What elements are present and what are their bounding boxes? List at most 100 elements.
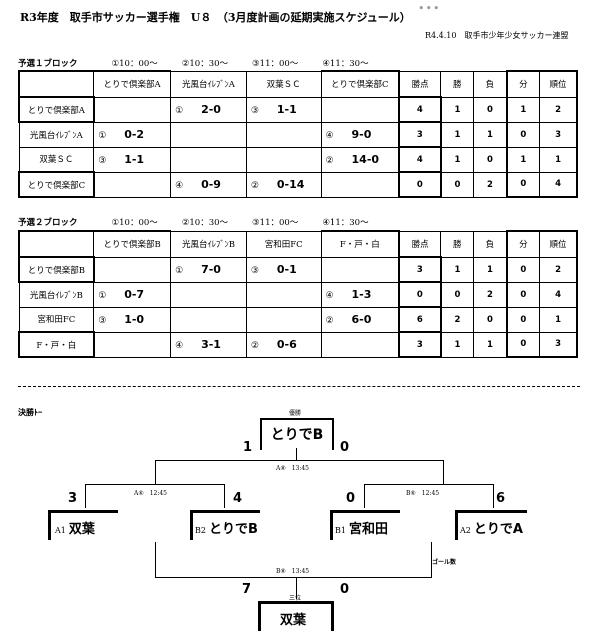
team-bar bbox=[48, 510, 51, 540]
block2-w-cell: 1 bbox=[440, 256, 475, 283]
block2-time-3: ③11：00～ bbox=[252, 218, 299, 228]
block1-d-cell: 0 bbox=[505, 121, 541, 148]
block1-col-header: 光風台ｲﾚﾌﾞﾝA bbox=[170, 70, 247, 98]
match-score: 9-0 bbox=[351, 128, 372, 141]
block2-col-header: 勝 bbox=[440, 230, 475, 258]
block1-d-cell: 1 bbox=[505, 146, 541, 173]
team-bar bbox=[330, 510, 400, 513]
block2-row-team: F・戸・白 bbox=[18, 331, 95, 358]
finals-label: 決勝ﾄｰ bbox=[18, 407, 42, 417]
team-b1-name: 宮和田 bbox=[348, 522, 388, 537]
match-score: 14-0 bbox=[351, 153, 380, 166]
block1-row-team: 双葉ＳＣ bbox=[18, 146, 95, 173]
block2-w-cell: 0 bbox=[440, 281, 475, 308]
block1-l-cell: 2 bbox=[473, 171, 508, 198]
match-number: ① bbox=[175, 106, 184, 116]
semi1-score-right: 4 bbox=[233, 491, 243, 506]
block2-col-header bbox=[18, 230, 95, 258]
block2-col-header: F・戸・白 bbox=[320, 230, 400, 258]
match-score: 1-3 bbox=[351, 288, 372, 301]
block1-pts-cell: 4 bbox=[398, 96, 442, 123]
semi2-score-right: 6 bbox=[496, 491, 506, 506]
block1-row-team: とりで倶楽部C bbox=[18, 171, 95, 198]
block2-time-4: ④11：30～ bbox=[322, 218, 369, 228]
block1-title: 予選１ブロック bbox=[18, 59, 78, 69]
team-bar bbox=[190, 510, 193, 540]
block2-l-cell: 1 bbox=[473, 331, 508, 358]
block2-time-2: ②10：30～ bbox=[181, 218, 229, 228]
block1-time-2: ②10：30～ bbox=[181, 59, 229, 69]
bracket-line bbox=[296, 448, 297, 461]
block1-d-cell: 1 bbox=[505, 96, 541, 123]
team-b2-name: とりでB bbox=[208, 522, 258, 537]
block2-match-cell bbox=[320, 256, 400, 283]
match-score: 1-1 bbox=[276, 103, 297, 116]
more-options-icon[interactable]: ••• bbox=[418, 2, 441, 15]
bracket-line bbox=[155, 542, 156, 577]
match-number: ④ bbox=[325, 131, 334, 141]
semi2-match-label: B⑥ 12:45 bbox=[406, 490, 440, 497]
block1-l-cell: 0 bbox=[473, 146, 508, 173]
block1-match-cell bbox=[170, 146, 247, 173]
team-a1-name: 双葉 bbox=[68, 522, 95, 537]
final-match-label: A⑧ 13:45 bbox=[276, 465, 310, 472]
block1-row-team: とりで倶楽部A bbox=[18, 96, 95, 123]
block1-match-cell bbox=[245, 146, 322, 173]
block1-match-cell: ④ 9-0 bbox=[320, 121, 400, 148]
match-number: ③ bbox=[250, 266, 259, 276]
champion-box: とりでB bbox=[260, 418, 334, 450]
block2-rank-cell: 4 bbox=[539, 281, 579, 308]
block2-d-cell: 0 bbox=[505, 281, 541, 308]
block2-w-cell: 2 bbox=[440, 306, 475, 333]
block1-match-cell bbox=[320, 171, 400, 198]
block2-match-cell: ③ 0-1 bbox=[245, 256, 322, 283]
team-bar bbox=[330, 510, 333, 540]
block2-row-team: 宮和田FC bbox=[18, 306, 95, 333]
block1-match-cell bbox=[93, 171, 172, 198]
match-score: 0-1 bbox=[276, 263, 297, 276]
block2-match-cell bbox=[245, 306, 322, 333]
block2-d-cell: 0 bbox=[505, 331, 541, 358]
block1-match-cell bbox=[245, 121, 322, 148]
block2-match-cell bbox=[245, 281, 322, 308]
goal-table: ゴール数 bbox=[432, 560, 456, 566]
block1-row-team: 光風台ｲﾚﾌﾞﾝA bbox=[18, 121, 95, 148]
block2-time-1: ①10：00～ bbox=[111, 218, 158, 228]
third-score-right: 0 bbox=[340, 582, 350, 597]
block2-l-cell: 1 bbox=[473, 256, 508, 283]
block1-rank-cell: 3 bbox=[539, 121, 579, 148]
final-score-right: 0 bbox=[340, 440, 350, 455]
block1-time-3: ③11：00～ bbox=[252, 59, 299, 69]
block2-pts-cell: 3 bbox=[398, 331, 442, 358]
block2-pts-cell: 6 bbox=[398, 306, 442, 333]
match-score: 0-14 bbox=[276, 178, 305, 191]
date-organizer: R4.4.10 取手市少年少女サッカー連盟 bbox=[425, 31, 569, 40]
match-number: ① bbox=[98, 291, 107, 301]
block2-col-header: 勝点 bbox=[398, 230, 442, 258]
seed-b1: B1 bbox=[335, 526, 346, 535]
bracket-line bbox=[443, 460, 444, 484]
semi2-score-left: 0 bbox=[346, 491, 356, 506]
bracket-line bbox=[431, 542, 432, 577]
match-number: ③ bbox=[98, 316, 107, 326]
goal-table-title: ゴール数 bbox=[432, 559, 457, 566]
block1-time-4: ④11：30～ bbox=[322, 59, 369, 69]
block2-col-header: 負 bbox=[473, 230, 508, 258]
block1-col-header: とりで倶楽部C bbox=[320, 70, 400, 98]
block1-pts-cell: 4 bbox=[398, 146, 442, 173]
match-score: 0-6 bbox=[276, 338, 297, 351]
block2-w-cell: 1 bbox=[440, 331, 475, 358]
match-number: ② bbox=[325, 316, 334, 326]
block2-col-header: とりで倶楽部B bbox=[93, 230, 172, 258]
